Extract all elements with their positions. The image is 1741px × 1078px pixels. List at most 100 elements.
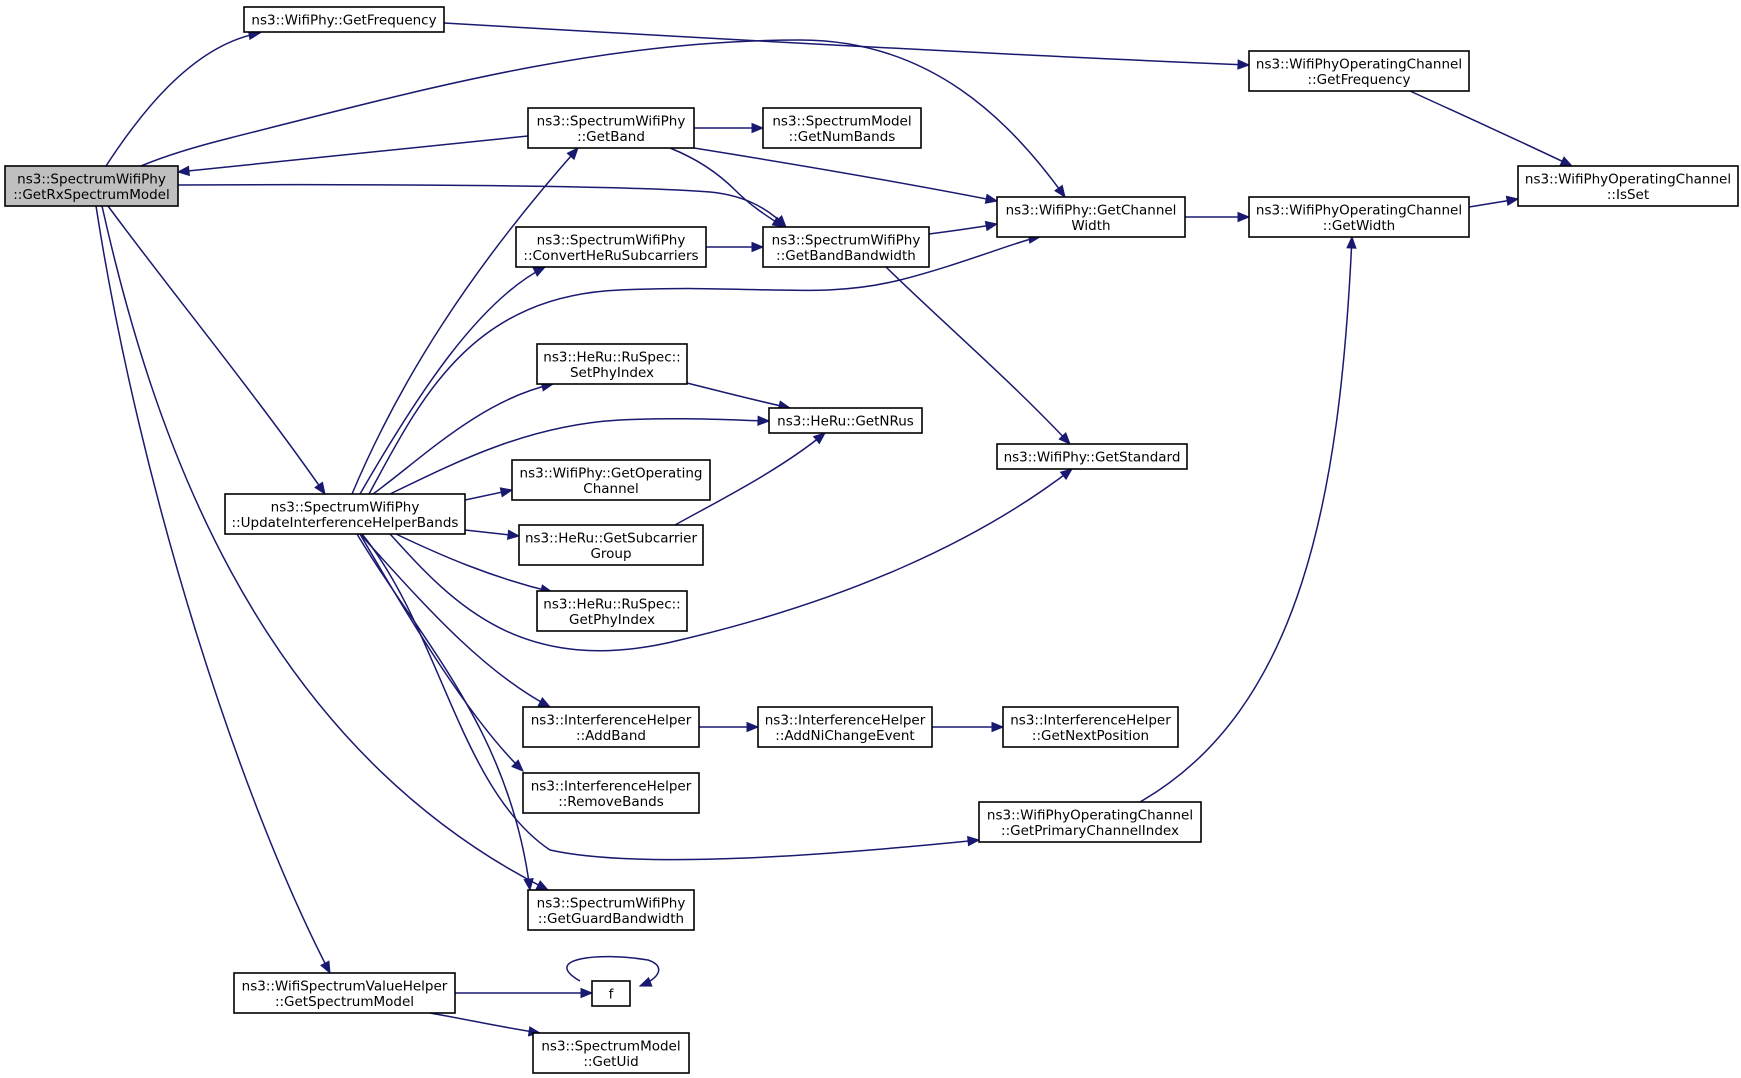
arrowhead [523, 877, 534, 892]
node-woc_get_frequency[interactable]: ns3::WifiPhyOperatingChannel::GetFrequen… [1248, 50, 1470, 92]
node-label-line: ns3::WifiPhyOperatingChannel [1525, 171, 1731, 187]
edge-swp_get_band-to-get_rx_spectrum_model [176, 135, 529, 177]
node-sm_get_uid[interactable]: ns3::SpectrumModel::GetUid [532, 1032, 690, 1074]
node-box [511, 459, 711, 501]
node-woc_get_primary_channel_index[interactable]: ns3::WifiPhyOperatingChannel::GetPrimary… [978, 801, 1202, 843]
node-label-line: ::GetBandBandwidth [776, 248, 916, 264]
node-label-line: ns3::WifiPhy::GetChannel [1006, 202, 1177, 218]
node-ih_remove_bands[interactable]: ns3::InterferenceHelper::RemoveBands [522, 772, 700, 814]
node-label-line: ns3::WifiPhy::GetStandard [1004, 450, 1181, 466]
arrowhead [746, 721, 760, 733]
node-label-line: ::GetBand [577, 129, 645, 145]
node-box [1002, 706, 1179, 748]
arrowhead [1058, 432, 1071, 445]
node-label-line: ::GetSpectrumModel [275, 994, 414, 1010]
node-box [243, 6, 445, 33]
edge-line [356, 533, 531, 891]
edge-heru_ruspec_set_phy_index-to-heru_get_nrus [686, 382, 792, 411]
node-label-line: ::GetWidth [1323, 218, 1395, 234]
edge-line [669, 147, 785, 228]
node-label-line: ::UpdateInterferenceHelperBands [232, 515, 459, 531]
node-heru_ruspec_get_phy_index[interactable]: ns3::HeRu::RuSpec::GetPhyIndex [536, 590, 688, 632]
arrowhead [991, 721, 1005, 733]
edge-swp_convert_heru-to-swp_get_band_bandwidth [706, 241, 765, 253]
node-box [522, 772, 700, 814]
node-label-line: Group [590, 546, 631, 562]
node-label-line: ns3::InterferenceHelper [531, 778, 692, 794]
node-wsvh_get_spectrum_model[interactable]: ns3::WifiSpectrumValueHelper::GetSpectru… [233, 972, 456, 1014]
edge-line [566, 955, 660, 987]
edge-swp_update_ih_bands-to-wifiphy_get_operating_channel [464, 487, 514, 501]
edge-line [368, 236, 1041, 495]
node-label-line: ::AddNiChangeEvent [775, 728, 914, 744]
edge-line [359, 266, 546, 495]
node-label-line: ::AddBand [576, 728, 646, 744]
node-woc_is_set[interactable]: ns3::WifiPhyOperatingChannel::IsSet [1517, 165, 1739, 207]
node-woc_get_width[interactable]: ns3::WifiPhyOperatingChannel::GetWidth [1248, 196, 1470, 238]
edge-ih_add_band-to-ih_add_ni_change_event [699, 721, 760, 733]
node-sm_get_num_bands[interactable]: ns3::SpectrumModel::GetNumBands [762, 107, 922, 149]
node-label-line: ns3::SpectrumModel [541, 1038, 680, 1054]
node-box [996, 443, 1188, 470]
node-label-line: ns3::SpectrumModel [772, 113, 911, 129]
node-box [527, 107, 695, 149]
node-ih_add_band[interactable]: ns3::InterferenceHelper::AddBand [522, 706, 700, 748]
node-box [224, 493, 466, 535]
node-label-line: ns3::SpectrumWifiPhy [271, 499, 420, 515]
node-ih_get_next_position[interactable]: ns3::InterferenceHelper::GetNextPosition [1002, 706, 1179, 748]
node-box [1517, 165, 1739, 207]
edge-swp_get_band_bandwidth-to-wifiphy_get_channel_width [928, 220, 999, 235]
edge-swp_update_ih_bands-to-swp_convert_heru [359, 266, 547, 495]
node-swp_convert_heru[interactable]: ns3::SpectrumWifiPhy::ConvertHeRuSubcarr… [515, 226, 707, 268]
node-box [515, 226, 707, 268]
edge-swp_get_band-to-swp_get_band_bandwidth [669, 147, 786, 228]
node-wifiphy_get_frequency[interactable]: ns3::WifiPhy::GetFrequency [243, 6, 445, 33]
node-swp_get_guard_bandwidth[interactable]: ns3::SpectrumWifiPhy::GetGuardBandwidth [527, 889, 695, 931]
edge-swp_update_ih_bands-to-woc_get_primary_channel_index [361, 533, 981, 861]
node-label-line: Width [1071, 218, 1110, 234]
node-heru_get_nrus[interactable]: ns3::HeRu::GetNRus [768, 407, 923, 434]
node-ih_add_ni_change_event[interactable]: ns3::InterferenceHelper::AddNiChangeEven… [757, 706, 933, 748]
edge-line [351, 147, 579, 495]
node-wifiphy_get_standard[interactable]: ns3::WifiPhy::GetStandard [996, 443, 1188, 470]
arrowhead [638, 976, 653, 987]
arrowhead [984, 220, 999, 232]
edge-line [1139, 236, 1353, 803]
arrowhead [1054, 184, 1066, 199]
node-label-line: ns3::SpectrumWifiPhy [772, 232, 921, 248]
node-box [978, 801, 1202, 843]
node-box [762, 107, 922, 149]
edge-heru_get_subcarrier_group-to-heru_get_nrus [674, 432, 827, 526]
node-label-line: ns3::SpectrumWifiPhy [537, 113, 686, 129]
node-swp_get_band_bandwidth[interactable]: ns3::SpectrumWifiPhy::GetBandBandwidth [762, 226, 930, 268]
node-box [757, 706, 933, 748]
node-label-line: ns3::HeRu::GetNRus [777, 414, 914, 430]
node-label-line: SetPhyIndex [570, 365, 654, 381]
node-label-line: ::RemoveBands [558, 794, 664, 810]
node-f[interactable]: f [591, 980, 631, 1007]
edge-line [686, 382, 791, 409]
arrowhead [314, 481, 326, 496]
node-get_rx_spectrum_model[interactable]: ns3::SpectrumWifiPhy::GetRxSpectrumModel [4, 165, 179, 207]
edge-line [361, 533, 980, 861]
node-box [1248, 196, 1470, 238]
edge-ih_add_ni_change_event-to-ih_get_next_position [932, 721, 1005, 733]
edge-line [389, 417, 770, 495]
edge-swp_update_ih_bands-to-heru_get_subcarrier_group [464, 529, 521, 540]
node-swp_update_ih_bands[interactable]: ns3::SpectrumWifiPhy::UpdateInterference… [224, 493, 466, 535]
edge-line [395, 533, 553, 593]
edge-get_rx_spectrum_model-to-swp_get_guard_bandwidth [101, 205, 550, 891]
node-box [532, 1032, 690, 1074]
node-box [522, 706, 700, 748]
node-heru_ruspec_set_phy_index[interactable]: ns3::HeRu::RuSpec::SetPhyIndex [536, 343, 688, 385]
arrowhead [320, 960, 331, 975]
arrowhead [1559, 156, 1574, 167]
arrowhead [1346, 235, 1357, 249]
node-label-line: f [609, 987, 615, 1003]
node-label-line: ::GetNumBands [789, 129, 896, 145]
node-swp_get_band[interactable]: ns3::SpectrumWifiPhy::GetBand [527, 107, 695, 149]
edge-get_rx_spectrum_model-to-wifiphy_get_frequency [105, 29, 262, 167]
